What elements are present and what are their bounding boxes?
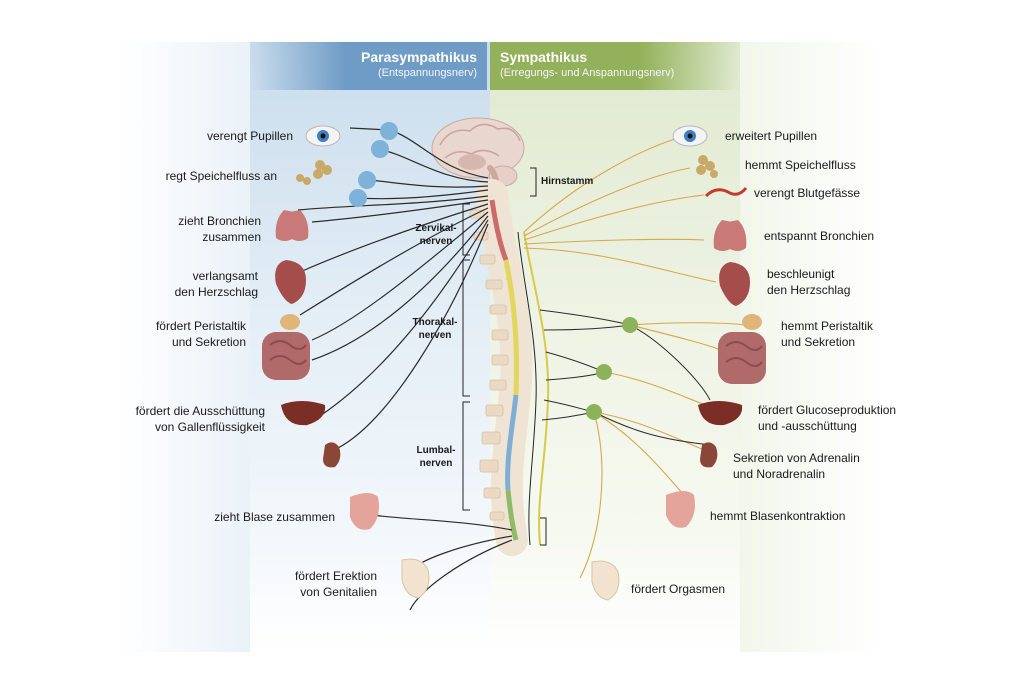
right-label-herz-line2: den Herzschlag: [767, 283, 851, 297]
left-lungs-icon: [275, 210, 309, 241]
right-label-herzschlag: beschleunigt den Herzschlag: [767, 266, 850, 298]
left-label-blase: zieht Blase zusammen: [214, 510, 335, 524]
right-label-orgasmen: fördert Orgasmen: [631, 582, 726, 596]
right-label-blase: hemmt Blasenkontraktion: [710, 509, 846, 523]
ganglion-mesentericum-inferius-icon: [586, 404, 602, 420]
left-label-pupillen: verengt Pupillen: [206, 129, 293, 143]
right-label-peristaltik-line2: und Sekretion: [781, 335, 856, 349]
label-thorakalnerven: Thorakal- nerven: [407, 316, 463, 342]
right-bladder-icon: [666, 491, 695, 528]
sympathetic-header: [490, 42, 740, 90]
label-thorakal-line1: Thorakal-: [412, 317, 458, 328]
left-label-herz-line1: verlangsamt: [192, 269, 258, 283]
left-bladder-icon: [350, 493, 379, 530]
left-kidney-icon: [323, 442, 341, 468]
right-salivary-gland-icon: [696, 155, 718, 178]
left-genitals-icon: [401, 558, 430, 599]
right-genitals-icon: [591, 560, 620, 601]
right-label-adrenalin-line2: und Noradrenalin: [733, 467, 826, 481]
ganglion-oticum-icon: [349, 189, 367, 207]
ganglia: [349, 122, 638, 420]
sympathetic-chain: [517, 231, 550, 546]
right-liver-icon: [698, 401, 743, 426]
right-label-glucose-line1: fördert Glucoseproduktion: [758, 403, 897, 417]
spine-icon: [469, 179, 533, 556]
label-lumbalnerven: Lumbal- nerven: [411, 444, 461, 470]
brain-icon: [431, 117, 525, 197]
right-label-peristaltik-line1: hemmt Peristaltik: [781, 319, 874, 333]
label-hirnstamm: Hirnstamm: [541, 176, 594, 187]
left-label-erektion-line1: fördert Erektion: [294, 569, 377, 583]
left-label-bronchien: zieht Bronchien zusammen: [178, 213, 261, 245]
parasympathetic-header: [250, 42, 487, 90]
left-eye-icon: [305, 125, 341, 147]
label-thorakal-line2: nerven: [418, 330, 452, 341]
label-lumbal-line2: nerven: [419, 458, 453, 469]
label-zervikal-line2: nerven: [419, 236, 453, 247]
ganglion-mesentericum-superius-icon: [596, 364, 612, 380]
right-eye-icon: [672, 125, 708, 147]
left-label-galle-line2: von Gallenflüssigkeit: [154, 420, 265, 434]
parasympathetic-title: Parasympathikus: [361, 49, 477, 65]
left-heart-icon: [275, 260, 306, 304]
right-adrenal-kidney-icon: [700, 442, 718, 468]
right-blood-vessel-icon: [704, 187, 748, 198]
sympathetic-subtitle: (Erregungs- und Anspannungsnerv): [500, 67, 675, 79]
left-label-herz-line2: den Herzschlag: [174, 285, 258, 299]
left-label-erektion-line2: von Genitalien: [300, 585, 377, 599]
right-label-pupillen: erweitert Pupillen: [725, 129, 818, 143]
left-salivary-gland-icon: [296, 160, 332, 185]
spine-brackets: [462, 167, 547, 546]
left-label-bronchien-line1: zieht Bronchien: [178, 214, 261, 228]
right-label-adrenalin: Sekretion von Adrenalin und Noradrenalin: [733, 450, 860, 482]
label-zervikalnerven: Zervikal- nerven: [411, 222, 461, 248]
left-liver-icon: [281, 401, 326, 426]
right-label-peristaltik: hemmt Peristaltik und Sekretion: [781, 318, 873, 350]
left-label-peristaltik-line1: fördert Peristaltik: [155, 319, 246, 333]
ganglion-pterygopalatinum-icon: [371, 140, 389, 158]
parasympathetic-background-fade: [120, 42, 250, 652]
left-label-speichelfluss: regt Speichelfluss an: [165, 169, 277, 183]
right-label-blutgefaesse: verengt Blutgefässe: [754, 186, 861, 200]
left-label-peristaltik: fördert Peristaltik und Sekretion: [156, 318, 246, 350]
right-intestine-icon: [718, 314, 766, 384]
right-lungs-icon: [713, 220, 747, 251]
left-label-peristaltik-line2: und Sekretion: [171, 335, 246, 349]
left-label-erektion: fördert Erektion von Genitalien: [295, 568, 377, 600]
left-intestine-icon: [262, 314, 310, 380]
sympathetic-nerves: [523, 137, 747, 579]
left-label-galle-line1: fördert die Ausschüttung: [135, 404, 265, 418]
sympathetic-title: Sympathikus: [500, 49, 588, 65]
right-heart-icon: [719, 262, 750, 306]
right-label-speichelfluss: hemmt Speichelfluss: [745, 158, 856, 172]
left-label-galle: fördert die Ausschüttung von Gallenflüss…: [136, 403, 265, 435]
right-label-adrenalin-line1: Sekretion von Adrenalin: [733, 451, 860, 465]
ganglion-coeliacum-icon: [622, 317, 638, 333]
ganglion-submandibulare-icon: [358, 171, 376, 189]
right-label-herz-line1: beschleunigt: [767, 267, 835, 281]
label-lumbal-line1: Lumbal-: [416, 445, 456, 456]
left-label-herzschlag: verlangsamt den Herzschlag: [175, 268, 258, 300]
right-label-glucose: fördert Glucoseproduktion und -ausschütt…: [758, 402, 896, 434]
label-zervikal-line1: Zervikal-: [415, 223, 457, 234]
right-label-bronchien: entspannt Bronchien: [764, 229, 875, 243]
left-label-bronchien-line2: zusammen: [202, 230, 261, 244]
parasympathetic-subtitle: (Entspannungsnerv): [377, 67, 477, 79]
ganglion-ciliare-icon: [380, 122, 398, 140]
right-label-glucose-line2: und -ausschüttung: [758, 419, 857, 433]
